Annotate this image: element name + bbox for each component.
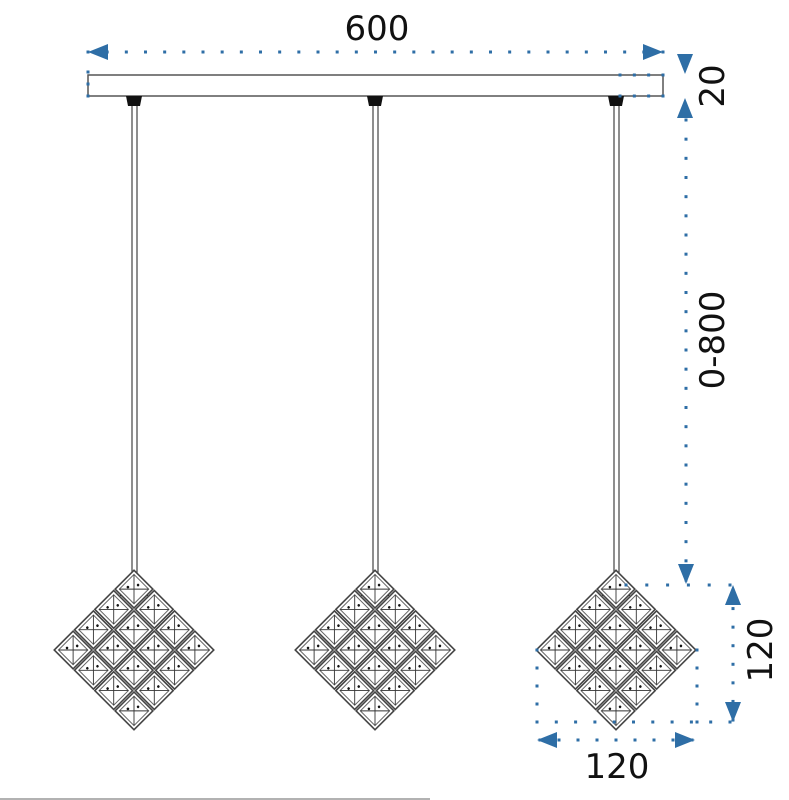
crystal-cell xyxy=(93,629,134,671)
drop-length-label: 0-800 xyxy=(693,291,733,390)
crystal-cell xyxy=(334,589,375,630)
crystal-cell xyxy=(535,629,576,671)
shade-width-label: 120 xyxy=(585,747,650,787)
crystal-cell xyxy=(375,589,416,630)
arrow-down-icon xyxy=(677,54,693,74)
width-label: 600 xyxy=(345,9,410,49)
lamp-drawing xyxy=(53,74,697,731)
crystal-cell xyxy=(334,629,375,671)
crystal-cell xyxy=(555,650,596,691)
crystal-cell xyxy=(334,670,375,711)
crystal-cell xyxy=(134,629,175,671)
crystal-cell xyxy=(595,569,637,610)
crystal-cell xyxy=(354,690,396,731)
drop-dimension-line xyxy=(684,118,688,582)
crystal-cell xyxy=(174,629,215,671)
arrow-down-icon xyxy=(678,564,694,584)
ceiling-bar xyxy=(87,74,664,97)
crystal-cell xyxy=(354,569,396,610)
crystal-cell xyxy=(53,629,94,671)
crystal-cell xyxy=(93,589,134,630)
crystal-cell xyxy=(134,589,175,630)
crystal-cell xyxy=(575,589,616,630)
crystal-cell xyxy=(595,690,637,731)
crystal-cell xyxy=(415,629,456,671)
crystal-cell xyxy=(354,650,396,691)
shade-width-dimension-line xyxy=(538,738,694,742)
shade-height-label: 120 xyxy=(741,618,781,683)
arrow-right-icon xyxy=(643,44,663,60)
crystal-cell xyxy=(616,670,657,711)
arrow-up-icon xyxy=(677,98,693,118)
arrow-left-icon xyxy=(537,732,557,748)
pendant-center xyxy=(294,96,456,731)
crystal-cell xyxy=(555,609,596,650)
crystal-cell xyxy=(113,650,155,691)
crystal-cell xyxy=(314,650,355,691)
canopy-mount xyxy=(608,96,624,106)
crystal-cell xyxy=(294,629,335,671)
canopy-mount xyxy=(126,96,142,106)
extension-line xyxy=(86,70,90,98)
crystal-cell xyxy=(395,609,436,650)
crystal-cell xyxy=(616,589,657,630)
crystal-cell xyxy=(636,609,677,650)
shade-bottom-extension xyxy=(535,720,732,724)
crystal-cell xyxy=(575,670,616,711)
crystal-cell xyxy=(395,650,436,691)
arrow-right-icon xyxy=(675,732,695,748)
crystal-cell xyxy=(154,650,195,691)
width-dimension-line xyxy=(86,50,665,54)
crystal-cell xyxy=(113,690,155,731)
arrow-left-icon xyxy=(88,44,108,60)
crystal-cell xyxy=(375,670,416,711)
crystal-cell xyxy=(93,670,134,711)
crystal-cell xyxy=(636,650,677,691)
arrow-up-icon xyxy=(725,585,741,605)
bar-height-label: 20 xyxy=(693,64,733,107)
pendant-left xyxy=(53,96,215,731)
crystal-cell xyxy=(113,609,155,650)
shade-left-extension xyxy=(535,648,539,724)
crystal-cell xyxy=(616,629,657,671)
extension-line xyxy=(618,94,665,98)
shade-height-dimension-line xyxy=(731,588,735,722)
shade-top-extension xyxy=(624,583,732,587)
crystal-cell xyxy=(134,670,175,711)
crystal-cell xyxy=(354,609,396,650)
crystal-cell xyxy=(595,650,637,691)
crystal-shade xyxy=(53,569,215,731)
crystal-cell xyxy=(113,569,155,610)
shade-right-extension xyxy=(695,648,699,724)
dimension-lines xyxy=(86,44,741,748)
crystal-cell xyxy=(595,609,637,650)
crystal-cell xyxy=(73,650,114,691)
crystal-cell xyxy=(656,629,697,671)
crystal-cell xyxy=(375,629,416,671)
crystal-shade xyxy=(535,569,697,731)
crystal-cell xyxy=(73,609,114,650)
crystal-cell xyxy=(575,629,616,671)
crystal-cell xyxy=(314,609,355,650)
crystal-shade xyxy=(294,569,456,731)
crystal-cell xyxy=(154,609,195,650)
arrow-down-icon xyxy=(725,702,741,722)
canopy-mount xyxy=(367,96,383,106)
pendant-right xyxy=(535,96,697,731)
extension-line xyxy=(618,73,665,77)
